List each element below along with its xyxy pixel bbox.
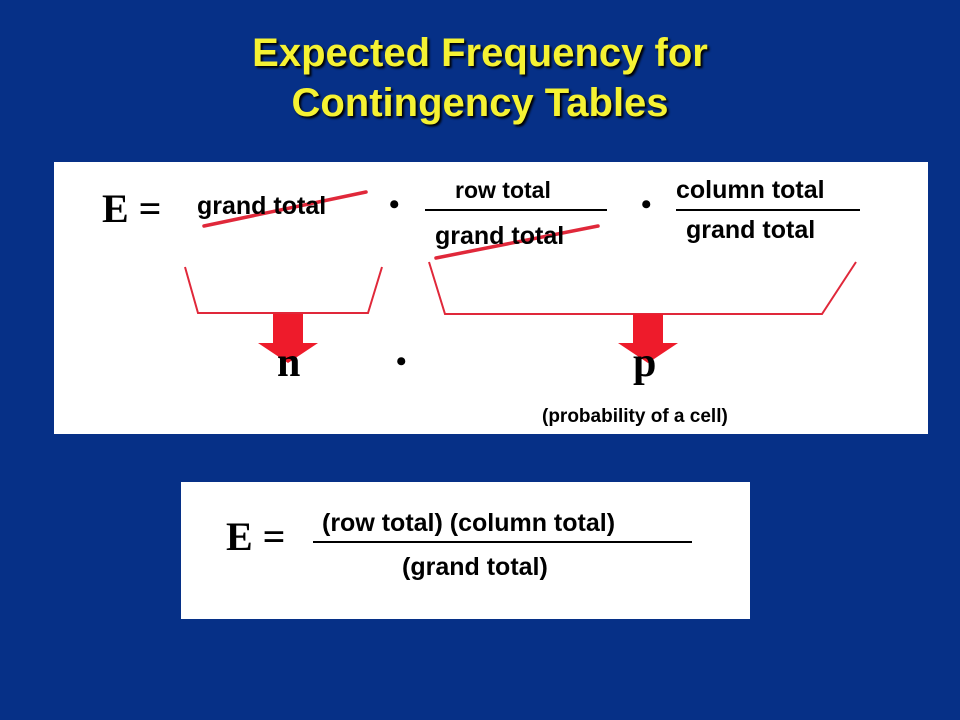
formula-panel-derivation	[54, 162, 928, 434]
p-symbol: p	[633, 340, 657, 386]
row-total-label: row total	[455, 177, 551, 203]
formula2-lhs: E =	[226, 514, 286, 559]
arrow-to-n	[258, 314, 318, 363]
strike-grand-total	[202, 190, 368, 228]
column-total-label: column total	[676, 176, 825, 204]
title-line-2: Contingency Tables	[291, 81, 669, 125]
grand-total-label: grand total	[197, 192, 327, 220]
formula2-denominator: (grand total)	[402, 553, 548, 581]
formula-panel-result	[181, 482, 750, 619]
formula1-lhs: E =	[102, 186, 162, 231]
title-line-1: Expected Frequency for	[252, 31, 708, 75]
grand-total-row-denominator: grand total	[435, 222, 565, 250]
formula2-numerator: (row total) (column total)	[322, 509, 616, 537]
grand-total-column-denominator: grand total	[686, 216, 816, 244]
multiply-dot-2: •	[641, 188, 652, 221]
bracket-n	[184, 266, 383, 314]
slide-title: Expected Frequency for Contingency Table…	[0, 28, 960, 128]
multiply-dot-1: •	[389, 188, 400, 221]
probability-note: (probability of a cell)	[542, 406, 728, 427]
arrow-to-p	[618, 314, 678, 363]
strike-grand-total-row	[434, 224, 600, 260]
bracket-p	[428, 261, 857, 315]
multiply-dot-np: •	[396, 345, 407, 378]
n-symbol: n	[277, 340, 301, 386]
